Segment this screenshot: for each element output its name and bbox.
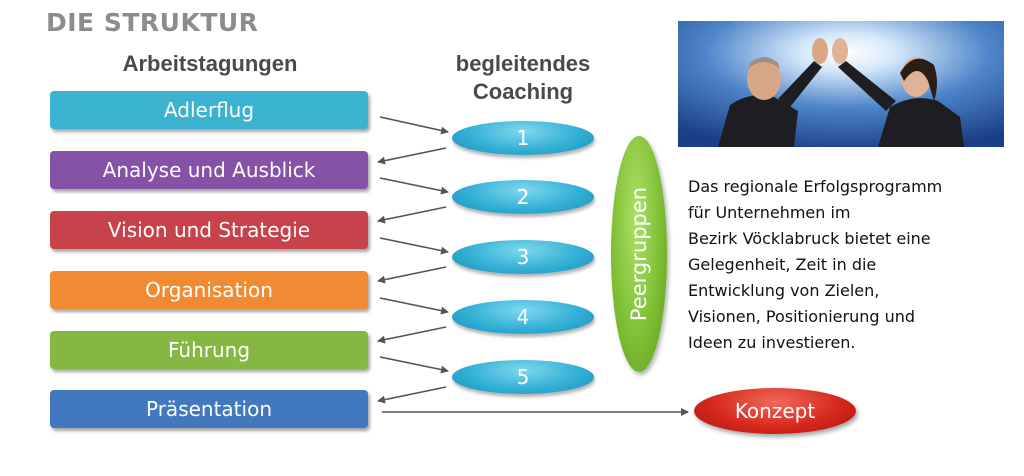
woman-figure [832, 38, 964, 147]
coaching-number: 4 [516, 305, 530, 329]
stage-box-5: Führung [50, 331, 368, 369]
coaching-bubble-2: 2 [452, 180, 594, 214]
high-five-photo [678, 21, 1004, 147]
arrow-stage5-to-coaching5 [379, 356, 449, 374]
peergruppen-label-wrap: Peergruppen [611, 136, 667, 372]
stage-box-1: Adlerflug [50, 91, 368, 129]
arrow-stage1-to-coaching1 [379, 116, 449, 135]
konzept-label: Konzept [734, 399, 816, 423]
arrow-stage2-to-coaching2 [379, 177, 449, 195]
stage-box-2: Analyse und Ausblick [50, 151, 368, 189]
column-heading-coaching: begleitendes Coaching [455, 51, 591, 104]
coaching-bubble-5: 5 [452, 360, 594, 394]
peergruppen-ellipse [611, 136, 667, 372]
coaching-number: 3 [516, 245, 530, 269]
arrow-stage3-to-coaching3 [379, 237, 449, 255]
coaching-bubble-4: 4 [452, 300, 594, 334]
arrow-coaching5-to-stage6 [377, 386, 447, 404]
page-title: DIE STRUKTUR [46, 8, 259, 37]
stage-box-3: Vision und Strategie [50, 211, 368, 249]
man-figure [718, 38, 828, 147]
arrow-coaching4-to-stage5 [377, 326, 447, 344]
arrow-stage4-to-coaching4 [379, 297, 449, 315]
arrow-coaching2-to-stage3 [377, 206, 447, 224]
program-description: Das regionale Erfolgsprogramm für Untern… [688, 177, 943, 352]
konzept-ellipse: Konzept [694, 388, 856, 434]
stage-label: Führung [167, 338, 251, 362]
coaching-number: 1 [516, 126, 530, 150]
arrow-coaching3-to-stage4 [377, 266, 447, 284]
coaching-number: 5 [516, 365, 530, 389]
peergruppen-label: Peergruppen [627, 186, 651, 322]
column-heading-arbeitstagungen: Arbeitstagungen [122, 51, 298, 76]
stage-label: Organisation [145, 278, 273, 302]
coaching-bubble-3: 3 [452, 240, 594, 274]
stage-label: Präsentation [146, 397, 272, 421]
arrow-coaching1-to-stage2 [377, 147, 447, 165]
stage-box-4: Organisation [50, 271, 368, 309]
coaching-number: 2 [516, 185, 530, 209]
stage-box-6: Präsentation [50, 390, 368, 428]
coaching-bubble-1: 1 [452, 121, 594, 155]
stage-label: Adlerflug [163, 98, 255, 122]
stage-label: Vision und Strategie [107, 218, 311, 242]
stage-label: Analyse und Ausblick [102, 158, 316, 182]
